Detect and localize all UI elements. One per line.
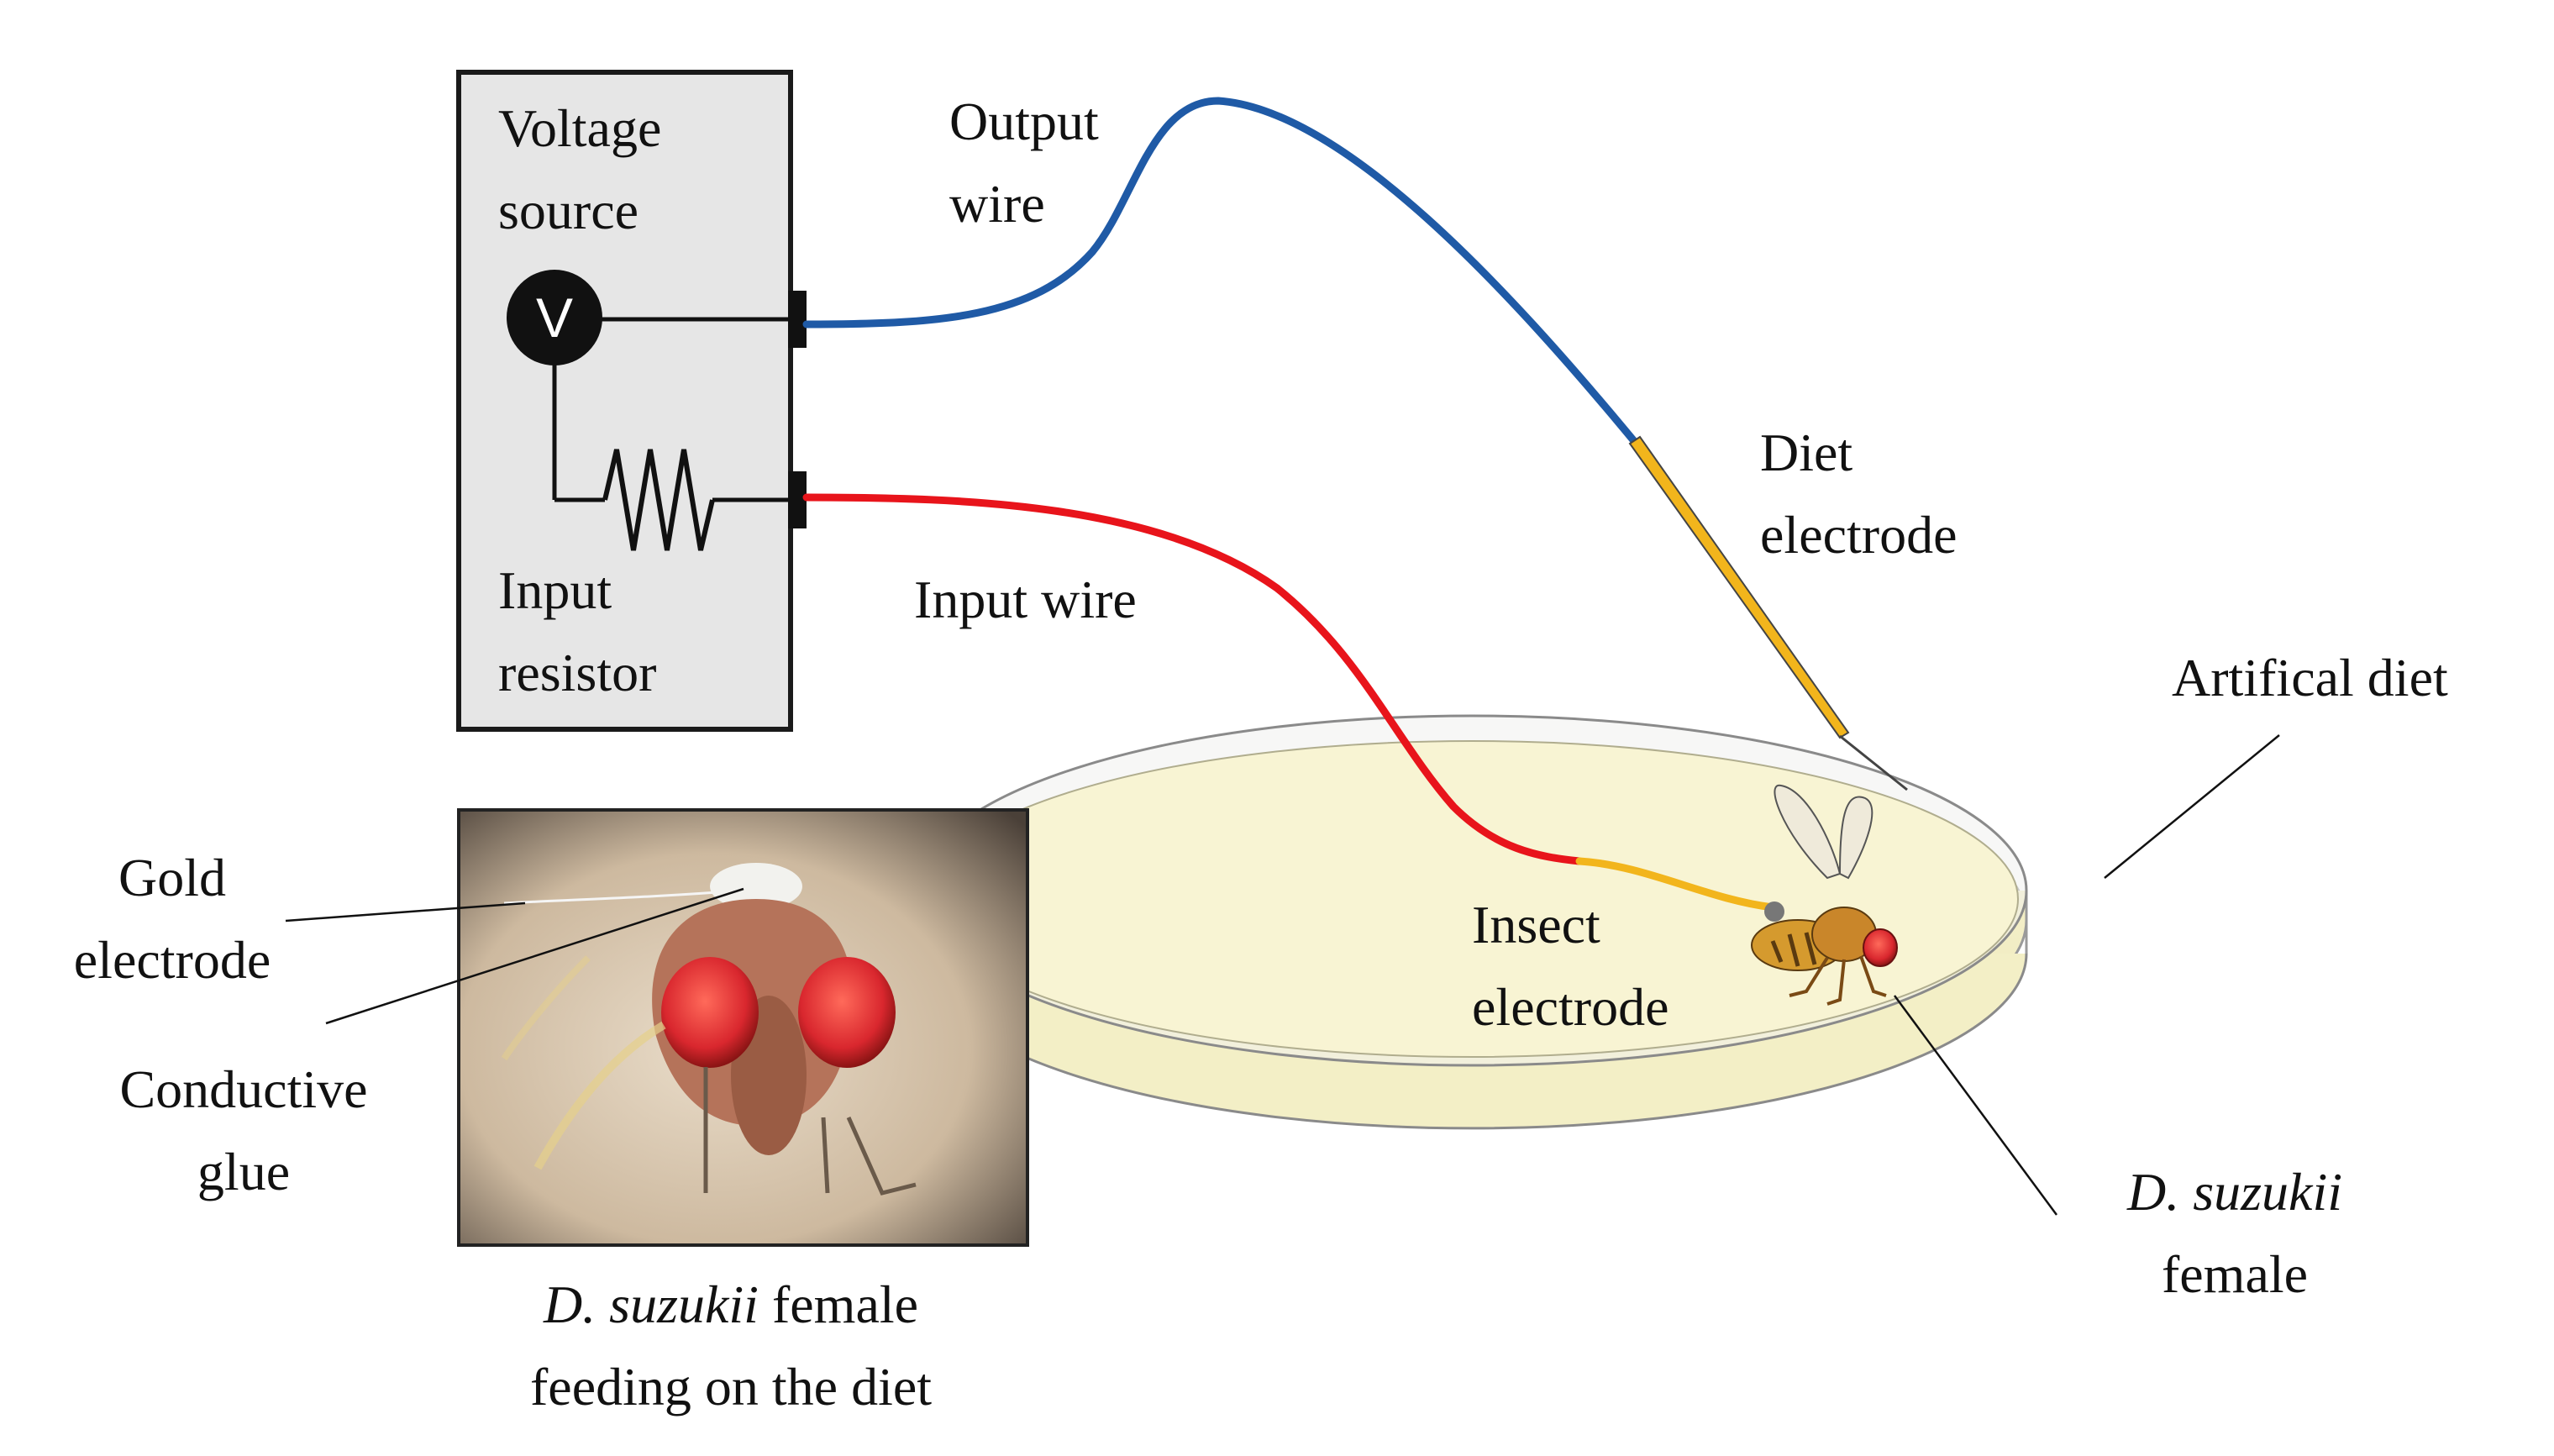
output-wire-label-line2: wire [949,174,1045,234]
gold-electrode-label-line2: electrode [73,930,271,990]
photo-caption-sex: female [758,1275,919,1334]
resistor-icon [602,449,715,551]
diet-electrode-label-line1: Diet [1760,423,1853,482]
gold-electrode-label: Gold electrode [34,837,311,1001]
diet-electrode-label: Diet electrode [1760,412,1958,576]
voltmeter-symbol: V [535,286,574,349]
output-wire-label-line1: Output [949,92,1099,151]
fly-illustration [1751,784,1898,1006]
input-resistor-label-line2: resistor [498,643,657,702]
voltage-source-label-line2: source [498,181,639,240]
input-wire-label: Input wire [914,570,1137,629]
petri-dish [916,714,2028,1130]
input-resistor-label-line1: Input [498,560,612,620]
input-resistor-label: Input resistor [498,549,656,714]
conductive-glue-label: Conductive glue [67,1049,420,1213]
photo-caption: D. suzukii female feeding on the diet [395,1264,1067,1428]
diet-electrode-label-line2: electrode [1760,505,1958,565]
photo-caption-species: D. suzukii [543,1275,759,1334]
input-terminal [788,471,807,528]
fly-species-label: D. suzukii female [2084,1151,2386,1316]
fly-species-name: D. suzukii [2127,1162,2342,1222]
insect-electrode-label-line2: electrode [1472,977,1669,1037]
photo-caption-line1: D. suzukii female [395,1264,1067,1346]
input-wire [802,493,1584,865]
voltage-source-box [456,70,807,732]
fly-sex-label: female [2161,1244,2309,1304]
fly-photo [457,808,1029,1247]
output-wire-label: Output wire [949,81,1099,245]
leader-lines [285,734,2280,1216]
insect-electrode [1575,857,1777,912]
artificial-diet-label: Artifical diet [2172,648,2448,707]
output-terminal [788,291,807,348]
conductive-glue-label-line1: Conductive [119,1059,368,1119]
diet-electrode [1628,435,1908,791]
voltage-source-label: Voltage source [498,87,661,252]
gold-electrode-label-line1: Gold [118,848,226,907]
photo-caption-line2: feeding on the diet [529,1357,933,1417]
conductive-glue-label-line2: glue [197,1142,291,1201]
insect-electrode-label: Insect electrode [1472,884,1669,1049]
output-wire [802,97,1638,445]
insect-electrode-label-line1: Insect [1472,895,1600,954]
voltmeter-icon [507,270,602,365]
voltage-source-label-line1: Voltage [498,98,662,158]
